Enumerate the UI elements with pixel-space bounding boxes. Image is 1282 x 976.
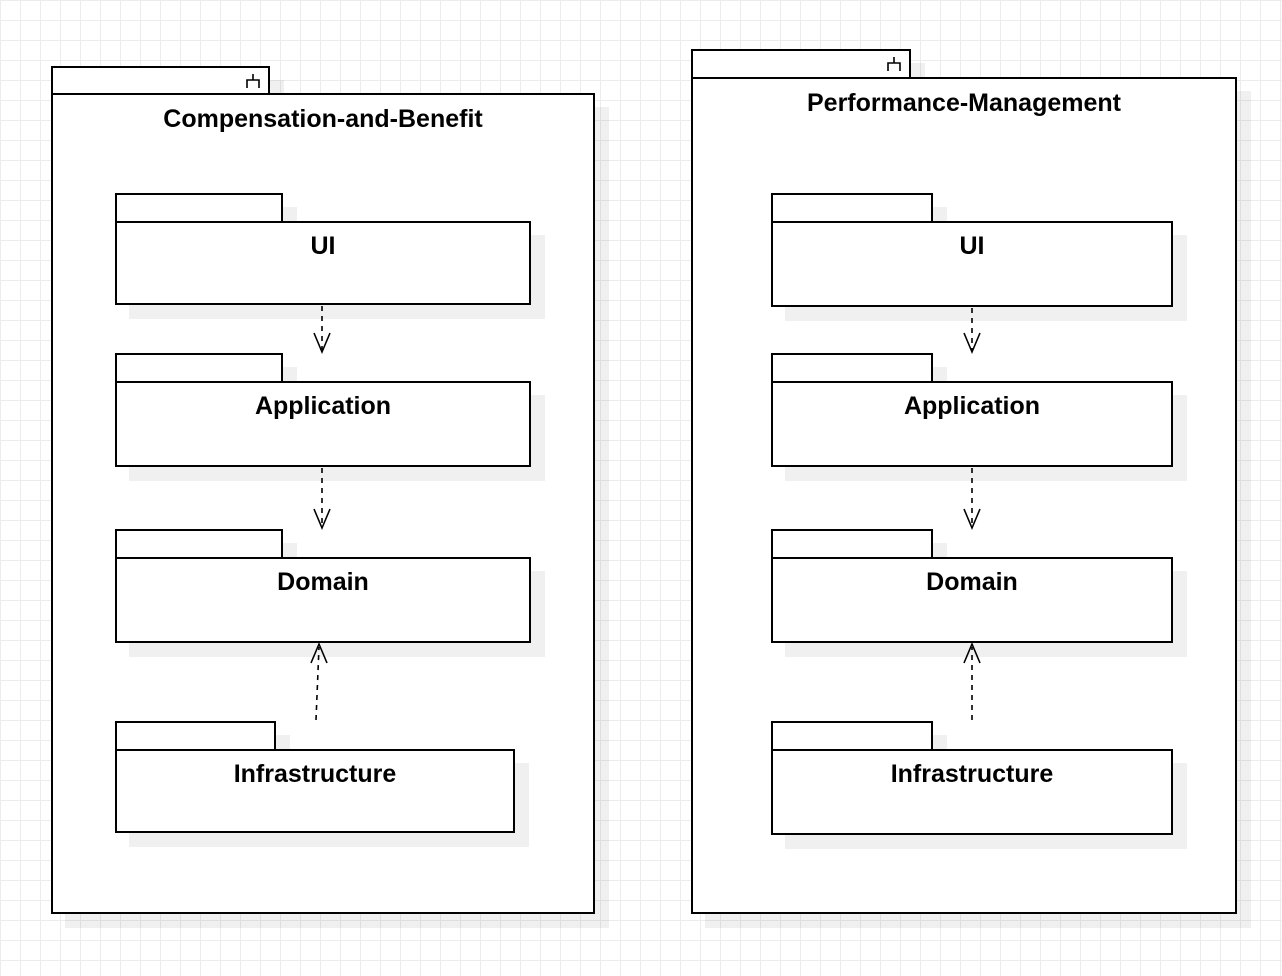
- layer-title: Application: [903, 392, 1041, 420]
- package-body: UI: [115, 221, 531, 305]
- package-tab: [115, 721, 276, 751]
- package-title: Compensation-and-Benefit: [163, 105, 483, 133]
- package-tab: [771, 193, 933, 223]
- layer-title: Infrastructure: [233, 760, 397, 788]
- layer-title: Domain: [926, 568, 1018, 596]
- layer-title: Domain: [277, 568, 369, 596]
- package-tab: [771, 721, 933, 751]
- package-tab: [771, 353, 933, 383]
- package-body: Domain: [115, 557, 531, 643]
- component-icon: [246, 74, 260, 88]
- layer-title: UI: [310, 232, 336, 260]
- package-tab: [691, 49, 911, 79]
- layer-title: UI: [959, 232, 985, 260]
- package-body: UI: [771, 221, 1173, 307]
- package-body: Infrastructure: [771, 749, 1173, 835]
- package-body: Application: [771, 381, 1173, 467]
- package-tab: [115, 353, 283, 383]
- layer-title: Infrastructure: [890, 760, 1054, 788]
- package-body: Infrastructure: [115, 749, 515, 833]
- package-tab: [51, 66, 270, 96]
- component-icon: [887, 57, 901, 71]
- package-body: Application: [115, 381, 531, 467]
- package-tab: [771, 529, 933, 559]
- package-tab: [115, 193, 283, 223]
- package-tab: [115, 529, 283, 559]
- package-body: Domain: [771, 557, 1173, 643]
- layer-title: Application: [254, 392, 392, 420]
- package-title: Performance-Management: [807, 89, 1121, 117]
